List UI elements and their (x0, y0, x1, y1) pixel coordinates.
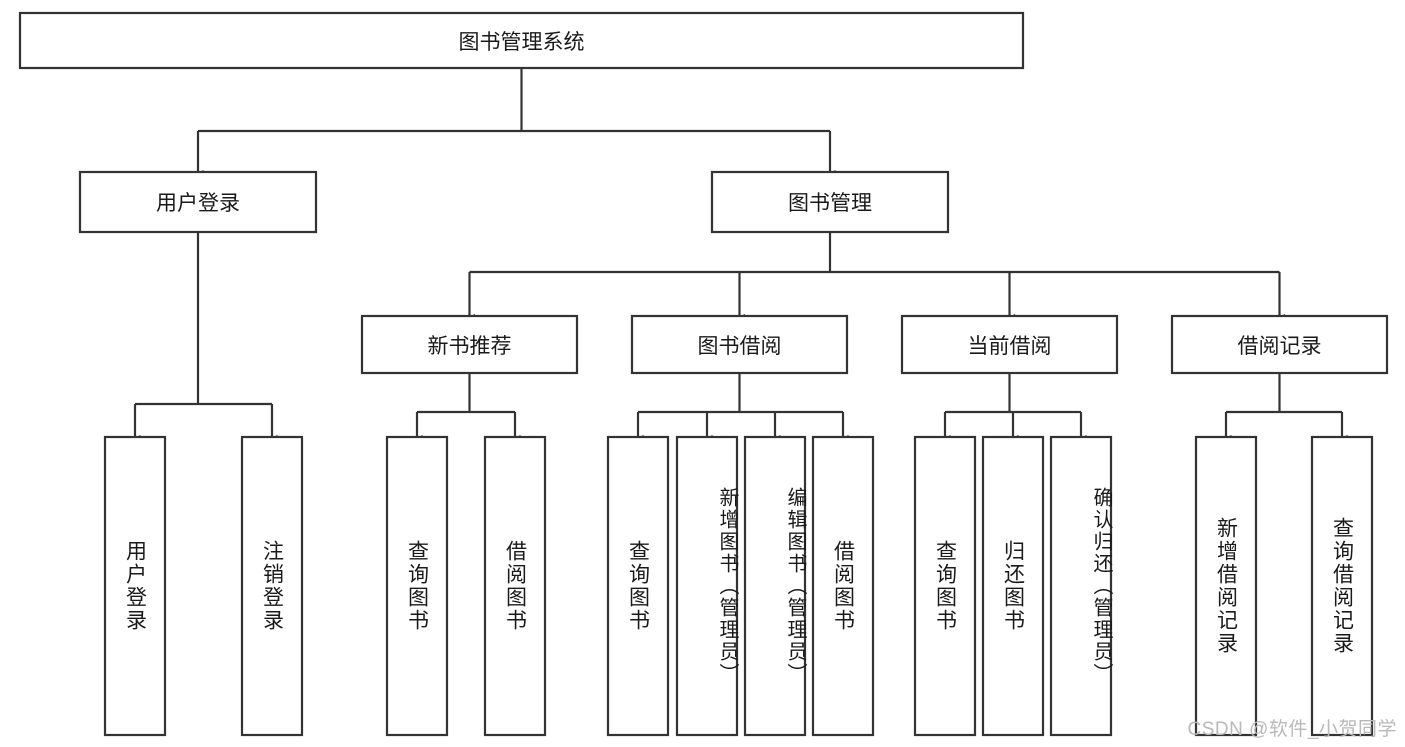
node-box-n-borrow-record[interactable] (1170, 314, 1389, 375)
node-box-l-bb-borrow-book[interactable] (811, 435, 875, 737)
node-box-l-bb-query-book[interactable] (606, 435, 670, 737)
node-box-n-book-borrow[interactable] (630, 314, 849, 375)
node-box-l-bb-add-book[interactable] (675, 435, 739, 737)
node-box-l-user-logout[interactable] (240, 435, 304, 737)
node-box-n-new-book-rec[interactable] (360, 314, 579, 375)
node-box-l-user-login[interactable] (103, 435, 167, 737)
node-box-l-cb-confirm-return[interactable] (1049, 435, 1113, 737)
nodes-layer (18, 11, 1389, 737)
node-box-l-rec-query-book[interactable] (385, 435, 449, 737)
node-box-l-br-add-record[interactable] (1194, 435, 1258, 737)
node-box-l-cb-query-book[interactable] (913, 435, 977, 737)
node-box-n-user-login[interactable] (78, 170, 318, 234)
node-box-l-cb-return-book[interactable] (981, 435, 1045, 737)
node-box-l-br-query-record[interactable] (1310, 435, 1374, 737)
node-box-l-rec-borrow-book[interactable] (483, 435, 547, 737)
edges-layer (129, 68, 1348, 445)
node-box-l-bb-edit-book[interactable] (743, 435, 807, 737)
node-box-n-current-borrow[interactable] (900, 314, 1119, 375)
node-box-root[interactable] (18, 11, 1025, 70)
node-box-n-book-mgmt[interactable] (710, 170, 950, 234)
